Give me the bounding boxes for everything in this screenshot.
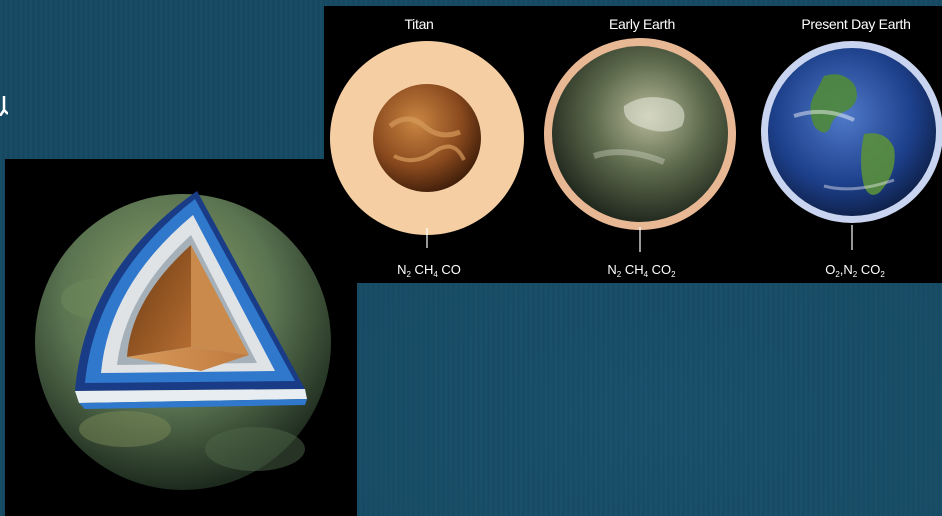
- titan-label: Titan: [404, 16, 434, 32]
- titan-interior-image: [5, 159, 357, 516]
- rocky-core: [127, 245, 191, 357]
- present-earth-gases: O2,N2 CO2: [825, 262, 885, 279]
- early-earth-planet: [552, 46, 728, 222]
- early-earth-label: Early Earth: [609, 16, 675, 32]
- atmosphere-comparison-image: Titan Early Earth Present Day Earth: [324, 6, 942, 283]
- titan-cutaway-illustration: [35, 191, 331, 490]
- titan-planet: [373, 84, 481, 192]
- present-day-earth-label: Present Day Earth: [801, 16, 911, 32]
- partial-glyph: [0, 96, 8, 116]
- early-earth-gases: N2 CH4 CO2: [607, 262, 676, 279]
- titan-gases: N2 CH4 CO: [397, 262, 461, 279]
- present-earth-planet: [768, 48, 936, 216]
- planet-illustrations: [330, 38, 942, 252]
